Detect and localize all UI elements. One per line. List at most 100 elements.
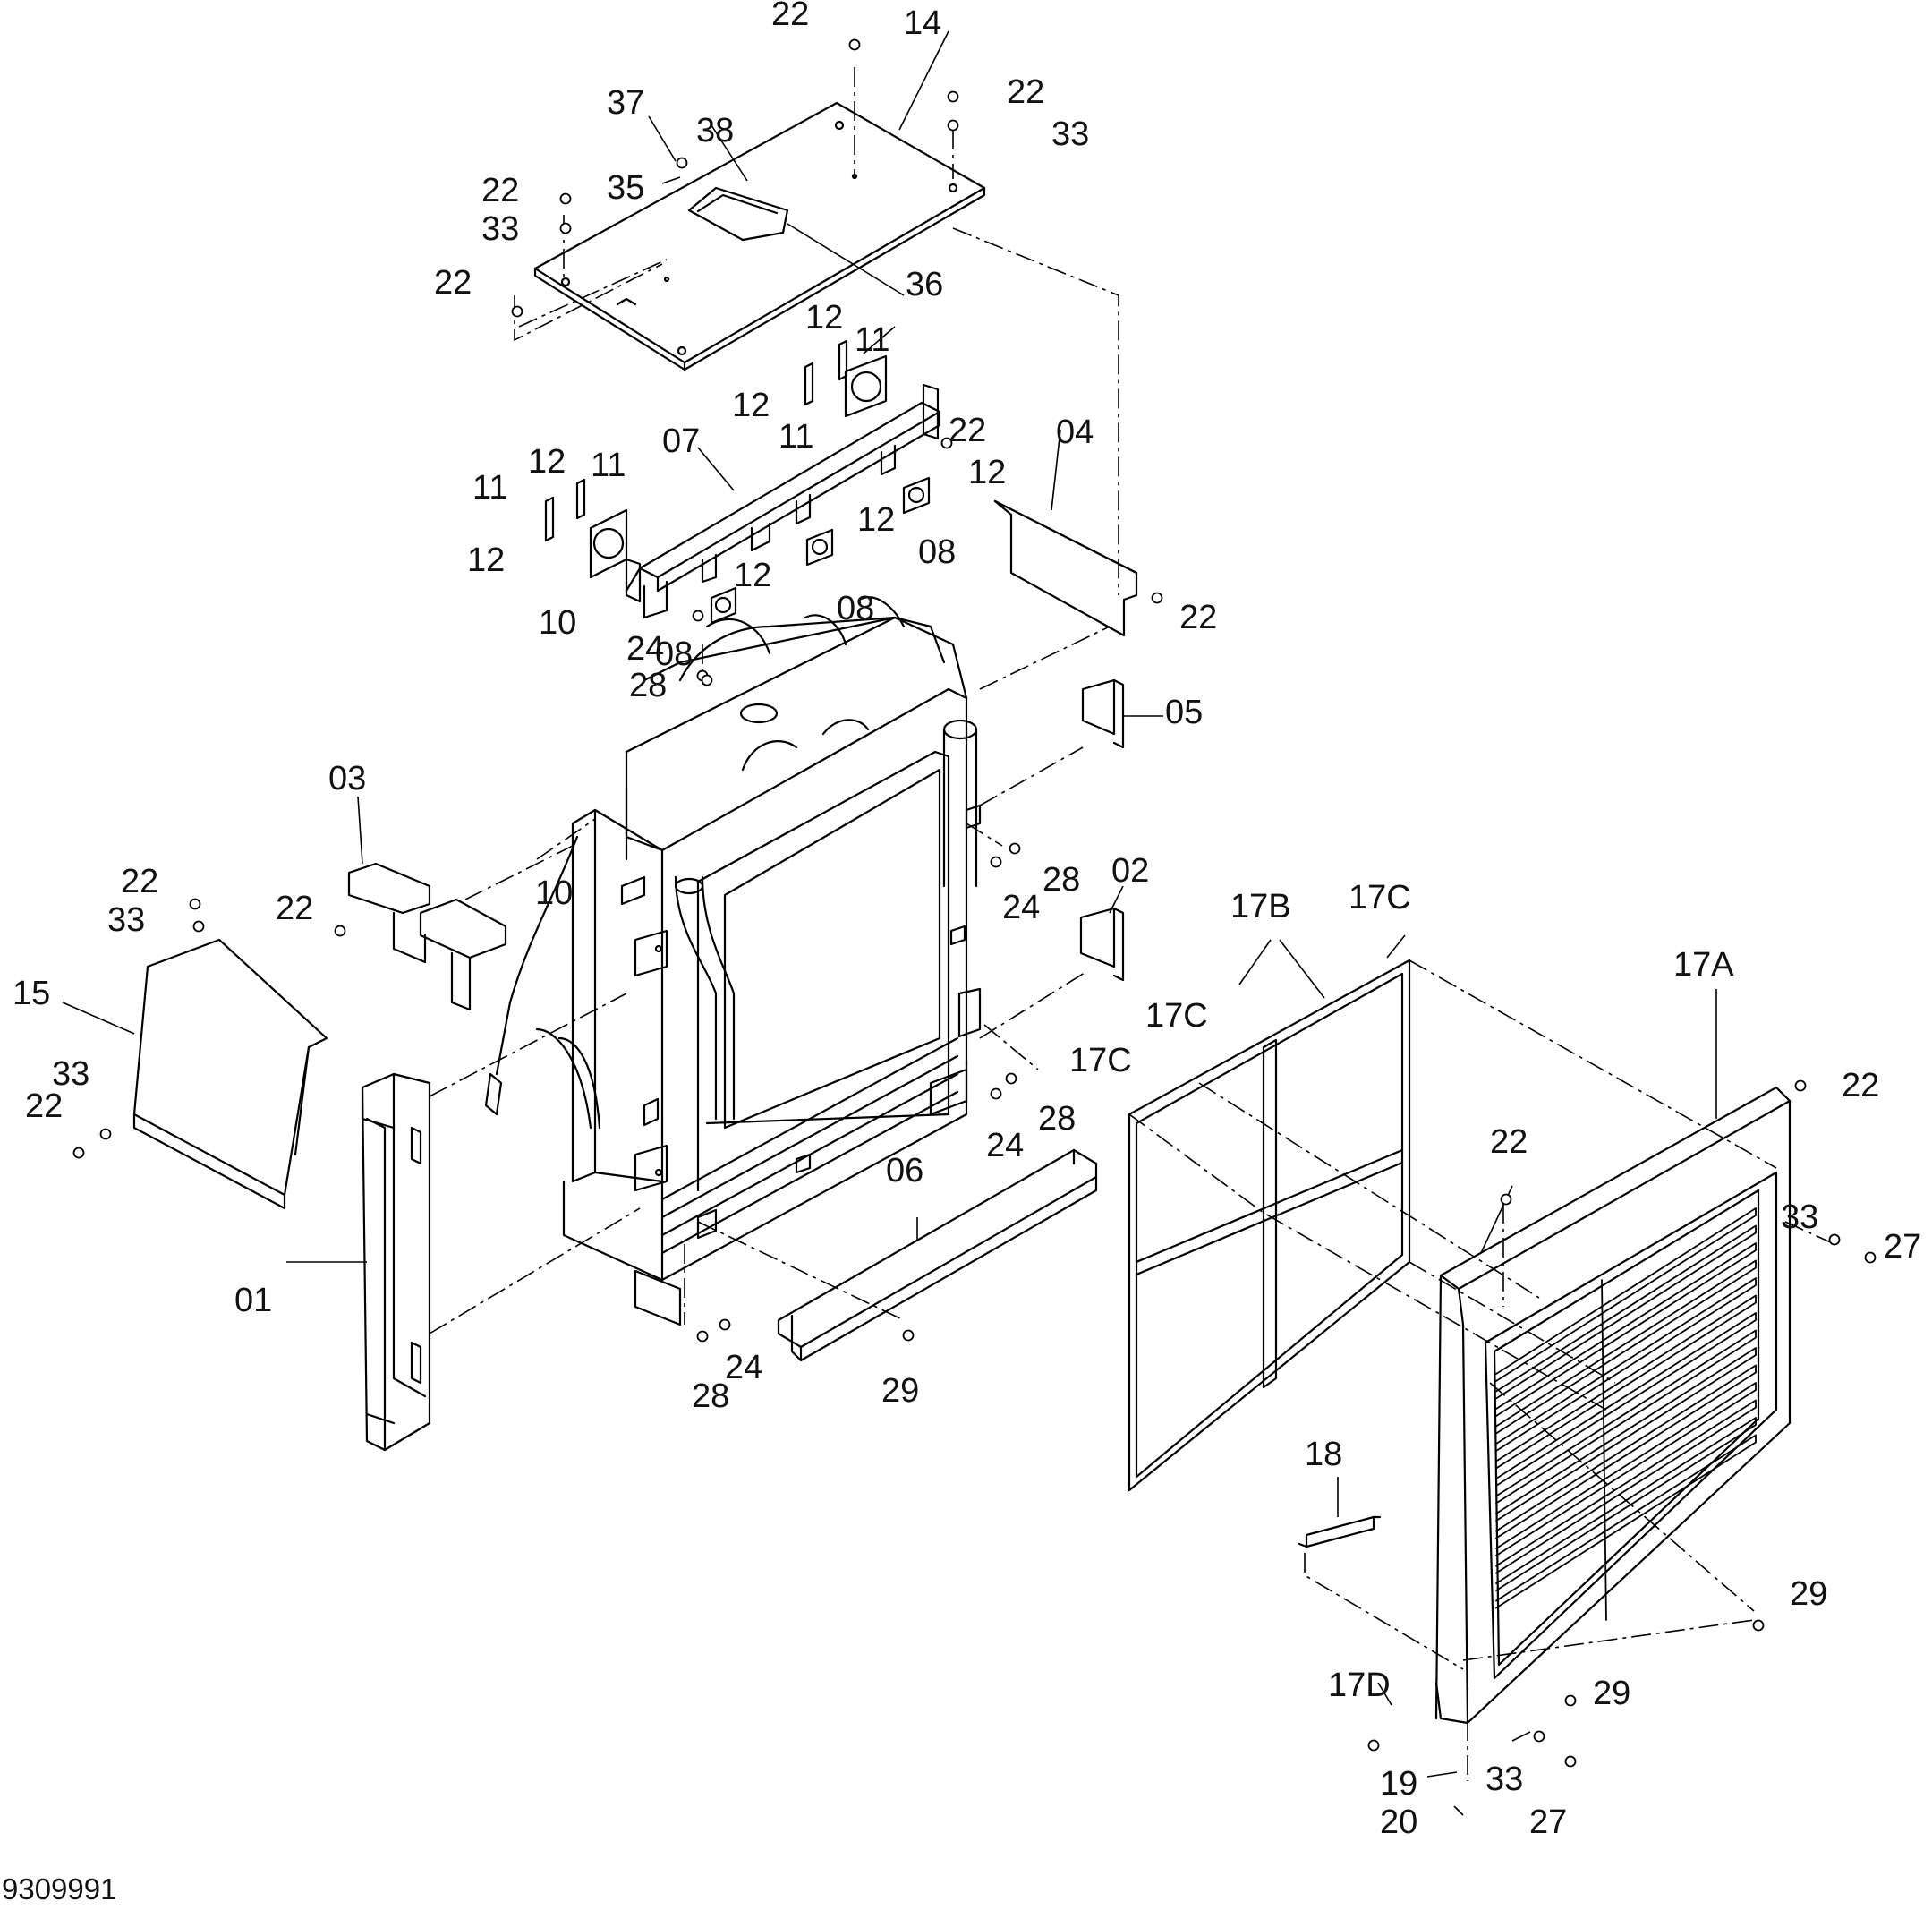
fastener	[696, 1330, 709, 1343]
fastener	[940, 437, 953, 449]
drawing-number: 9309991	[2, 1872, 116, 1906]
part-label: 33	[107, 901, 145, 939]
part-label: 19	[1380, 1765, 1417, 1803]
part-label: 02	[1111, 852, 1149, 890]
part-label: 24	[725, 1349, 762, 1386]
part-label: 22	[949, 412, 986, 449]
part-label: 27	[1884, 1228, 1921, 1266]
fastener	[701, 674, 713, 686]
shim-11-b	[575, 478, 586, 520]
louver-slat	[1495, 1294, 1757, 1470]
part-label: 22	[1007, 73, 1044, 111]
channel-06	[777, 1148, 1098, 1362]
part-label: 22	[1179, 599, 1217, 636]
part-label: 22	[121, 863, 158, 900]
part-label: 11	[855, 321, 889, 359]
part-label: 12	[857, 501, 895, 539]
fastener	[990, 1087, 1002, 1100]
top-beam-07	[625, 383, 941, 619]
bracket-08-c	[902, 476, 931, 515]
part-label: 15	[13, 975, 50, 1012]
part-label: 12	[805, 299, 843, 337]
fastener	[192, 920, 205, 933]
part-label: 22	[25, 1087, 63, 1125]
part-label: 12	[968, 454, 1006, 491]
fastener	[99, 1128, 112, 1140]
part-label: 27	[1529, 1803, 1567, 1841]
part-label: 08	[837, 590, 874, 627]
part-label: 24	[1002, 889, 1040, 926]
part-label: 04	[1056, 414, 1094, 451]
part-label: 24	[626, 630, 664, 668]
fastener	[1009, 842, 1021, 855]
part-label: 01	[234, 1282, 272, 1319]
part-label: 12	[732, 387, 770, 424]
bracket-08-b	[805, 528, 834, 567]
bracket-08-a	[710, 586, 737, 625]
part-label: 29	[1790, 1575, 1827, 1613]
fastener	[511, 305, 523, 318]
fastener	[1533, 1730, 1545, 1743]
radiator-assembly	[484, 596, 982, 1326]
vertical-post-01	[361, 1072, 431, 1452]
part-label: 22	[481, 172, 519, 209]
part-label: 22	[1842, 1067, 1879, 1104]
louver-divider	[1601, 1279, 1607, 1621]
louver-slat	[1495, 1347, 1757, 1522]
part-label: 22	[434, 264, 472, 302]
mounting-plate-05	[1081, 678, 1125, 749]
part-label: 22	[1490, 1123, 1528, 1161]
fastener	[947, 90, 959, 103]
part-label: 12	[467, 541, 505, 579]
shim-11-a	[544, 496, 555, 542]
fastener	[559, 192, 572, 205]
shim-11-c	[804, 362, 814, 406]
fastener	[719, 1318, 731, 1331]
louver-slat	[1495, 1242, 1757, 1417]
fastener	[990, 856, 1002, 868]
part-label: 35	[607, 169, 644, 207]
part-label: 17C	[1069, 1042, 1132, 1079]
part-label: 10	[539, 604, 576, 642]
fastener	[902, 1329, 915, 1342]
part-label: 08	[655, 635, 693, 673]
part-label: 05	[1165, 694, 1203, 731]
part-label: 33	[1781, 1198, 1818, 1236]
louver-slat	[1495, 1364, 1757, 1539]
fastener	[1864, 1251, 1877, 1264]
part-label: 22	[771, 0, 809, 33]
fastener	[1500, 1193, 1512, 1206]
fastener	[1151, 592, 1163, 604]
part-label: 33	[52, 1055, 89, 1093]
part-label: 36	[906, 266, 943, 303]
part-label: 17A	[1673, 946, 1734, 984]
louver-slat	[1495, 1329, 1757, 1505]
handle-18	[1298, 1515, 1382, 1548]
grille-17A	[1434, 1086, 1792, 1725]
louver-slat	[1495, 1399, 1757, 1574]
fastener	[947, 119, 959, 132]
fastener	[72, 1147, 85, 1159]
part-label: 10	[535, 874, 573, 912]
part-label: 29	[881, 1372, 919, 1410]
part-label: 07	[662, 422, 700, 460]
part-label: 20	[1380, 1803, 1417, 1841]
part-label: 28	[692, 1377, 729, 1415]
part-label: 33	[481, 210, 519, 248]
part-labels: 0102030405060708080810101111111112121212…	[13, 0, 1921, 1841]
fastener	[1794, 1079, 1807, 1092]
part-label: 12	[734, 557, 771, 594]
top-cover-plate-14	[533, 101, 986, 371]
part-label: 17C	[1349, 879, 1411, 917]
louver-slat	[1495, 1207, 1757, 1382]
part-label: 12	[528, 443, 566, 481]
fastener	[692, 610, 704, 622]
part-label: 24	[986, 1127, 1024, 1164]
fastener	[189, 898, 201, 910]
shim-11-d	[838, 339, 848, 381]
part-label: 28	[1043, 861, 1080, 899]
part-label: 11	[472, 469, 507, 507]
fastener	[1752, 1619, 1765, 1632]
